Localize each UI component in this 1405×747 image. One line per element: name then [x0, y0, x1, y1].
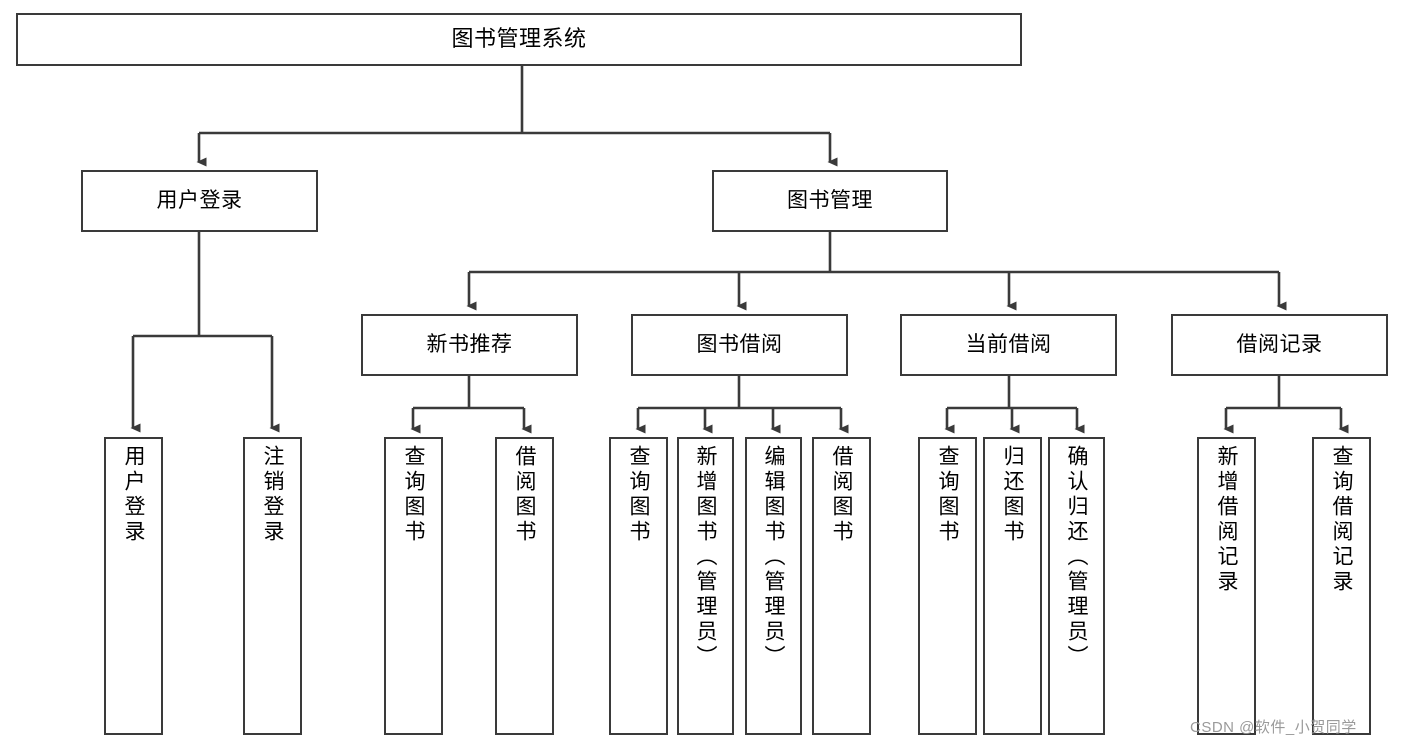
- leaf-label: 查询借阅记录: [1330, 445, 1353, 595]
- node-book-borrow[interactable]: 图书借阅: [631, 314, 848, 376]
- leaf-label: 确认归还（管理员）: [1065, 445, 1088, 670]
- leaf-borrow-edit-book-admin[interactable]: 编辑图书（管理员）: [745, 437, 802, 735]
- leaf-label: 注销登录: [261, 445, 284, 545]
- node-user-login-label: 用户登录: [156, 189, 243, 213]
- leaf-records-add-record[interactable]: 新增借阅记录: [1197, 437, 1256, 735]
- leaf-borrow-query-book[interactable]: 查询图书: [609, 437, 668, 735]
- leaf-label: 归还图书: [1001, 445, 1024, 545]
- leaf-label: 查询图书: [936, 445, 959, 545]
- leaf-label: 新增借阅记录: [1215, 445, 1238, 595]
- node-book-management[interactable]: 图书管理: [712, 170, 948, 232]
- leaf-current-query-book[interactable]: 查询图书: [918, 437, 977, 735]
- leaf-new-book-borrow[interactable]: 借阅图书: [495, 437, 554, 735]
- node-root-label: 图书管理系统: [451, 26, 587, 52]
- leaf-current-return-book[interactable]: 归还图书: [983, 437, 1042, 735]
- leaf-user-login-signin[interactable]: 用户登录: [104, 437, 163, 735]
- node-new-book-recommend-label: 新书推荐: [426, 333, 513, 357]
- leaf-label: 查询图书: [402, 445, 425, 545]
- leaf-label: 用户登录: [122, 445, 145, 545]
- leaf-borrow-add-book-admin[interactable]: 新增图书（管理员）: [677, 437, 734, 735]
- node-borrow-records-label: 借阅记录: [1236, 333, 1323, 357]
- leaf-label: 查询图书: [627, 445, 650, 545]
- node-new-book-recommend[interactable]: 新书推荐: [361, 314, 578, 376]
- node-book-borrow-label: 图书借阅: [696, 333, 783, 357]
- leaf-current-confirm-return-admin[interactable]: 确认归还（管理员）: [1048, 437, 1105, 735]
- leaf-new-book-query[interactable]: 查询图书: [384, 437, 443, 735]
- leaf-label: 借阅图书: [830, 445, 853, 545]
- leaf-user-login-signout[interactable]: 注销登录: [243, 437, 302, 735]
- node-current-borrow[interactable]: 当前借阅: [900, 314, 1117, 376]
- leaf-label: 新增图书（管理员）: [694, 445, 717, 670]
- leaf-borrow-borrow-book[interactable]: 借阅图书: [812, 437, 871, 735]
- node-user-login[interactable]: 用户登录: [81, 170, 318, 232]
- csdn-watermark: CSDN @软件_小贺同学: [1190, 719, 1357, 736]
- node-current-borrow-label: 当前借阅: [965, 333, 1052, 357]
- node-book-management-label: 图书管理: [787, 189, 873, 213]
- leaf-records-query-record[interactable]: 查询借阅记录: [1312, 437, 1371, 735]
- node-root[interactable]: 图书管理系统: [16, 13, 1022, 66]
- leaf-label: 借阅图书: [513, 445, 536, 545]
- leaf-label: 编辑图书（管理员）: [762, 445, 785, 670]
- node-borrow-records[interactable]: 借阅记录: [1171, 314, 1388, 376]
